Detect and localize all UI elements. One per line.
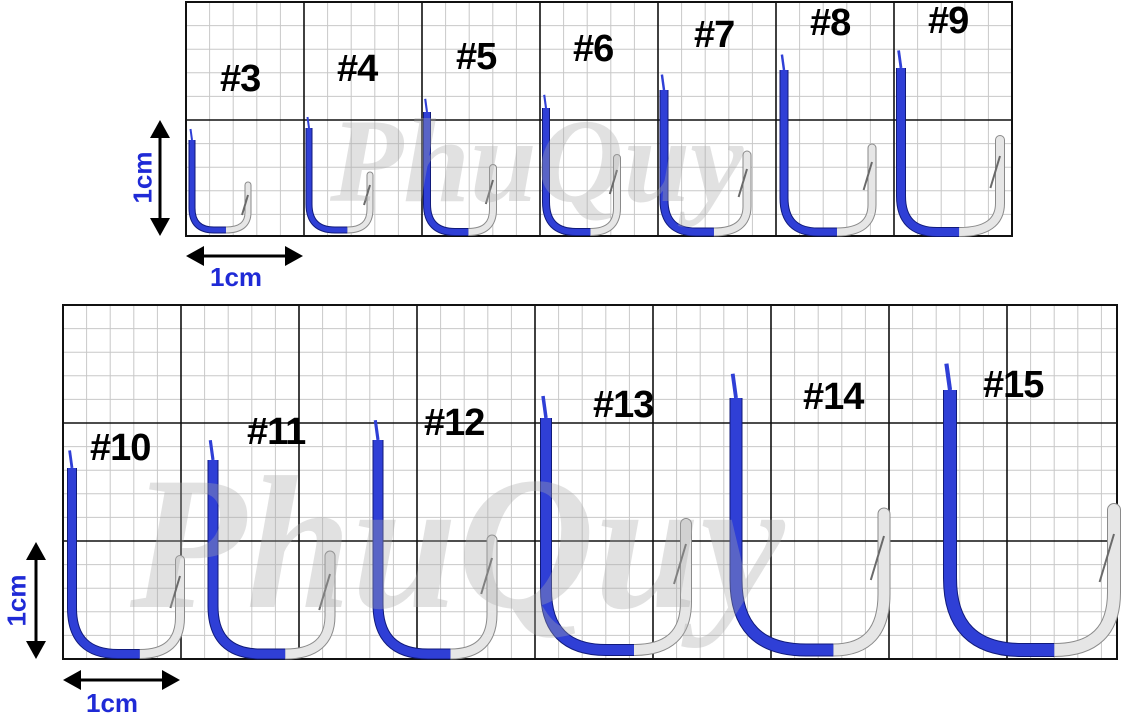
hook-6-shank [543, 108, 591, 235]
size-label-10: #10 [90, 427, 151, 469]
size-label-15: #15 [983, 364, 1044, 406]
hook-6-barb [608, 169, 618, 195]
hook-5-eye [424, 98, 429, 113]
scale-arrow-top-vertical-head-bottom [150, 218, 170, 236]
size-label-14: #14 [803, 376, 864, 418]
scale-arrow-bottom-vertical-head-bottom [26, 641, 46, 659]
size-label-4: #4 [337, 48, 378, 90]
hook-13-shank [541, 418, 634, 655]
size-label-12: #12 [424, 402, 485, 444]
hook-15-barb [1098, 533, 1115, 583]
hook-15-point [1048, 504, 1120, 656]
hook-8-shank-outline [779, 70, 837, 237]
hook-4-barb [363, 184, 371, 206]
hook-4-eye [306, 116, 310, 129]
hook-11-eye [208, 439, 215, 461]
hook-9-shank-outline [896, 68, 960, 237]
hook-4-point [344, 172, 373, 233]
hook-10-point [135, 556, 184, 658]
scale-arrow-bottom-horizontal-head-left [63, 670, 81, 690]
hook-7-barb [737, 168, 748, 198]
scale-label-bottom-vertical: 1cm [1, 574, 32, 627]
size-label-6: #6 [573, 28, 614, 70]
hook-13-shank-outline [540, 418, 634, 656]
hook-3-shank [189, 140, 226, 233]
scale-label-bottom-horizontal: 1cm [86, 688, 139, 718]
scale-arrow-top-vertical-head-top [150, 120, 170, 138]
hook-14-point [827, 508, 890, 656]
hook-5-shank [424, 112, 469, 235]
hook-11-point [280, 551, 335, 659]
hook-7-shank-outline [659, 90, 714, 237]
hook-8-point [833, 144, 876, 236]
top-grid-border [185, 1, 1013, 237]
size-label-13: #13 [593, 384, 654, 426]
hook-10-shank-outline [67, 468, 140, 659]
hook-9-eye [897, 50, 903, 69]
hook-9-barb [989, 155, 1001, 189]
hook-10-eye [68, 450, 74, 469]
size-label-7: #7 [694, 14, 735, 56]
hook-8-barb [862, 161, 873, 191]
scale-arrow-bottom-horizontal-head-right [162, 670, 180, 690]
scale-arrow-top-horizontal-head-right [285, 246, 303, 266]
hook-6-shank-outline [542, 108, 591, 236]
hook-8-eye [780, 54, 786, 71]
hook-11-barb [318, 573, 331, 611]
hook-13-barb [673, 543, 687, 585]
hook-3-eye [189, 128, 193, 141]
hook-11-shank [208, 460, 286, 659]
hook-3-point [223, 182, 251, 233]
hook-7-eye [660, 74, 666, 91]
size-label-3: #3 [220, 58, 261, 100]
hook-14-eye [730, 373, 738, 399]
hook-12-point [445, 535, 497, 659]
hook-13-eye [541, 395, 548, 419]
hook-7-shank [660, 90, 714, 236]
scale-label-top-horizontal: 1cm [210, 262, 263, 292]
size-label-5: #5 [456, 36, 497, 78]
hook-9-shank [897, 68, 960, 236]
hook-7-point [710, 151, 751, 236]
hook-15-shank-outline [943, 390, 1055, 657]
size-label-11: #11 [247, 411, 306, 453]
hook-11-shank-outline [207, 460, 286, 660]
hook-12-shank-outline [372, 440, 451, 660]
bottom-grid-border [62, 304, 1118, 660]
hook-3-barb [241, 194, 249, 216]
hook-9-point [955, 136, 1004, 236]
hook-10-barb [169, 575, 181, 609]
hook-13-point [629, 519, 691, 655]
size-label-9: #9 [928, 0, 969, 42]
scale-label-top-vertical: 1cm [127, 151, 158, 204]
hook-5-barb [484, 179, 494, 205]
hook-15-shank [944, 390, 1055, 656]
hook-5-point [465, 165, 496, 235]
hook-14-shank [730, 398, 834, 656]
scale-arrow-top-horizontal-head-left [186, 246, 204, 266]
hook-10-shank [68, 468, 140, 658]
size-label-8: #8 [810, 2, 851, 44]
hook-14-barb [869, 535, 885, 581]
hook-3-shank-outline [188, 140, 226, 234]
scale-arrow-bottom-vertical-head-top [26, 542, 46, 560]
hook-15-eye [944, 363, 953, 391]
hook-6-eye [543, 94, 548, 109]
hook-12-shank [373, 440, 451, 659]
hook-8-shank [780, 70, 837, 236]
hook-12-barb [480, 557, 493, 595]
hook-12-eye [373, 419, 380, 441]
hook-6-point [587, 155, 620, 235]
hook-4-shank [306, 128, 348, 233]
